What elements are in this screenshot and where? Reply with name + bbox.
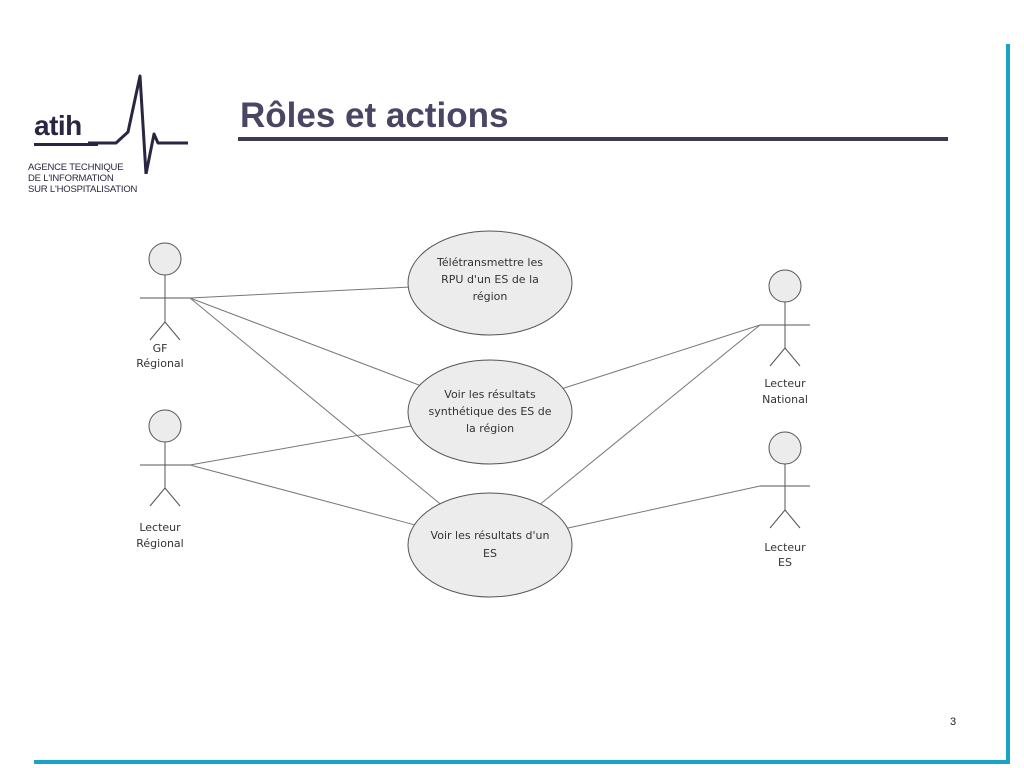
association-line	[567, 485, 761, 529]
association-line	[189, 286, 409, 299]
actor-head	[768, 269, 802, 303]
use-case-ellipse	[407, 230, 573, 336]
slide-title: Rôles et actions	[240, 96, 509, 135]
use-case-label-line: Voir les résultats	[444, 388, 536, 401]
slide-frame-bottom	[34, 760, 1010, 764]
actor-label-line: Régional	[136, 537, 183, 550]
association-line	[562, 324, 761, 389]
use-case-label-line: région	[473, 290, 508, 303]
use-case-label-line: Voir les résultats d'un	[431, 529, 550, 542]
atih-logo: atih AGENCE TECHNIQUE DE L'INFORMATION S…	[28, 74, 198, 204]
actor-head	[768, 431, 802, 465]
actor-label-line: ES	[778, 556, 792, 569]
use-case-voir-synthetique: Voir les résultats synthétique des ES de…	[407, 359, 573, 465]
use-case-label-line: la région	[466, 422, 514, 435]
association-lines	[189, 286, 761, 529]
actor-lecteur-es: Lecteur ES	[760, 431, 810, 569]
use-case-teletransmettre: Télétransmettre les RPU d'un ES de la ré…	[407, 230, 573, 336]
use-case-label-line: Télétransmettre les	[436, 256, 543, 269]
use-case-label-line: ES	[483, 547, 497, 560]
association-line	[189, 464, 415, 526]
logo-subtitle-line: AGENCE TECHNIQUE	[28, 162, 124, 173]
actor-head	[148, 409, 182, 443]
page-number: 3	[950, 716, 957, 728]
title-underline	[238, 137, 948, 141]
slide-frame-right	[1006, 44, 1010, 764]
logo-subtitle-line: DE L'INFORMATION	[28, 173, 114, 184]
logo-subtitle: AGENCE TECHNIQUE DE L'INFORMATION SUR L'…	[28, 162, 137, 195]
logo-subtitle-line: SUR L'HOSPITALISATION	[28, 184, 138, 195]
association-line	[540, 324, 761, 505]
actor-label-line: National	[762, 393, 808, 406]
logo-underline	[34, 143, 98, 146]
logo-wordmark: atih	[34, 110, 82, 141]
actor-label-line: Lecteur	[139, 521, 181, 534]
association-line	[189, 297, 420, 386]
actor-label-line: Lecteur	[764, 377, 806, 390]
association-line	[189, 425, 412, 466]
actor-label-line: Lecteur	[764, 541, 806, 554]
actor-label-line: Régional	[136, 357, 183, 370]
actor-label-line: GF	[153, 342, 168, 355]
use-case-ellipse	[407, 492, 573, 598]
actor-lecteur-regional: Lecteur Régional	[136, 409, 190, 550]
actor-gf-regional: GF Régional	[136, 242, 190, 370]
use-case-voir-es: Voir les résultats d'un ES	[407, 492, 573, 598]
heartbeat-icon	[88, 74, 188, 174]
use-case-ellipse	[407, 359, 573, 465]
actor-head	[148, 242, 182, 276]
actor-lecteur-national: Lecteur National	[760, 269, 810, 406]
association-line	[189, 297, 441, 505]
use-case-label-line: synthétique des ES de	[428, 405, 551, 418]
use-case-label-line: RPU d'un ES de la	[441, 273, 539, 286]
